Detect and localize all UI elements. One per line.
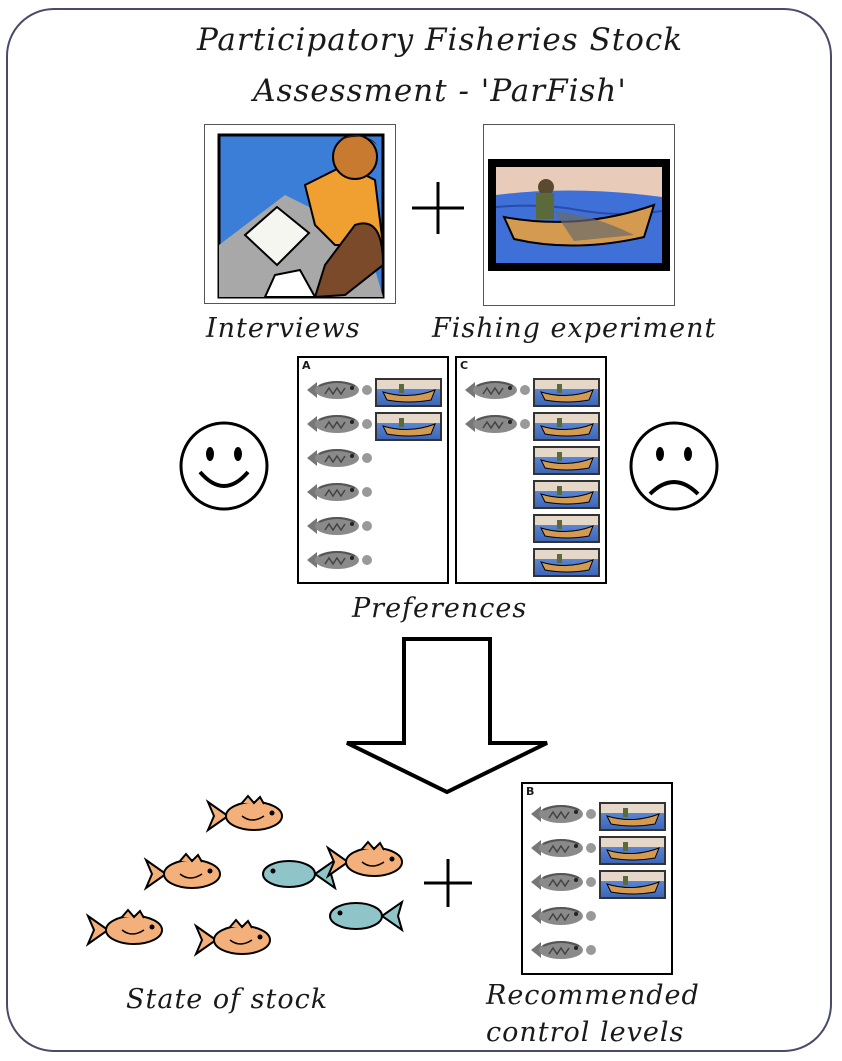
boat-icon — [533, 480, 600, 509]
diagram-title-line1: Participatory Fisheries Stock — [196, 22, 684, 58]
diagram-title-line2: Assessment - 'ParFish' — [253, 73, 627, 109]
blue-fish-icon — [329, 899, 404, 933]
fish-icon — [527, 800, 597, 828]
frown-face-icon — [629, 421, 719, 511]
fish-icon — [461, 410, 531, 438]
fish-icon — [303, 546, 373, 574]
boat-icon — [533, 446, 600, 475]
orange-fish-icon — [85, 908, 163, 947]
fish-icon — [461, 376, 531, 404]
preference-panel-a: A — [297, 356, 449, 584]
boat-icon — [599, 870, 666, 899]
orange-fish-icon — [193, 918, 271, 957]
boat-icon — [533, 378, 600, 407]
recommended-label-line1: Recommended — [486, 980, 700, 1011]
fish-icon — [527, 834, 597, 862]
plus-icon-bottom — [424, 859, 472, 907]
boat-icon — [375, 378, 442, 407]
fish-icon — [303, 444, 373, 472]
preference-panel-c: C — [455, 356, 607, 584]
interviews-label: Interviews — [206, 313, 361, 344]
fish-icon — [527, 936, 597, 964]
recommended-panel-b: B — [521, 782, 673, 975]
fishing-experiment-picture — [483, 124, 675, 306]
fisherman-boat-illustration — [488, 159, 670, 271]
fish-icon — [527, 902, 597, 930]
state-of-stock-label: State of stock — [126, 984, 329, 1015]
fish-school-illustration — [85, 794, 404, 957]
rounded-frame — [6, 8, 832, 1052]
down-arrow-icon — [346, 637, 548, 795]
blue-fish-icon — [262, 857, 337, 891]
boat-icon — [599, 836, 666, 865]
fish-icon — [303, 512, 373, 540]
fish-icon — [527, 868, 597, 896]
orange-fish-icon — [143, 852, 221, 891]
recommended-label-line2: control levels — [486, 1017, 685, 1048]
interviews-picture — [204, 124, 396, 304]
smiley-face-icon — [179, 421, 269, 511]
plus-icon-top — [412, 182, 464, 234]
preferences-label: Preferences — [352, 593, 528, 624]
panel-b-letter: B — [526, 785, 535, 798]
panel-a-letter: A — [302, 359, 311, 372]
fish-icon — [303, 410, 373, 438]
boat-icon — [599, 802, 666, 831]
orange-fish-icon — [325, 840, 403, 879]
boat-icon — [533, 548, 600, 577]
fish-icon — [303, 376, 373, 404]
panel-c-letter: C — [460, 359, 469, 372]
interview-illustration — [217, 133, 385, 299]
boat-icon — [375, 412, 442, 441]
fishing-experiment-label: Fishing experiment — [432, 313, 717, 344]
fish-icon — [303, 478, 373, 506]
orange-fish-icon — [205, 794, 283, 833]
boat-icon — [533, 412, 600, 441]
boat-icon — [533, 514, 600, 543]
